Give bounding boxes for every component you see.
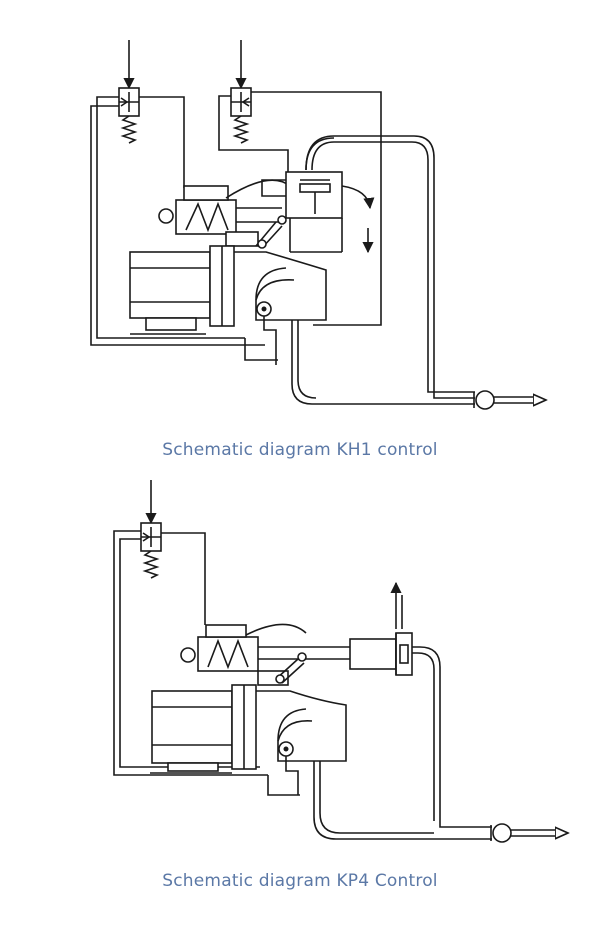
valve-body bbox=[261, 137, 375, 254]
motor bbox=[129, 245, 235, 335]
motor bbox=[150, 684, 257, 774]
spring-actuator bbox=[158, 179, 291, 249]
pump-housing bbox=[256, 690, 347, 796]
spring-actuator bbox=[180, 623, 350, 686]
schematic-kp4 bbox=[0, 465, 600, 870]
pump-housing bbox=[234, 251, 327, 365]
check-valve bbox=[473, 390, 546, 410]
pilot-valve-2 bbox=[230, 40, 252, 144]
schematic-kh1 bbox=[0, 0, 600, 430]
control-lines bbox=[90, 91, 382, 346]
main-pipe bbox=[313, 646, 492, 840]
caption-kp4: Schematic diagram KP4 Control bbox=[162, 871, 438, 891]
main-pipe bbox=[291, 135, 475, 405]
pilot-valve bbox=[140, 480, 162, 579]
cylinder bbox=[349, 581, 413, 676]
pilot-valve-1 bbox=[118, 40, 140, 144]
check-valve bbox=[490, 823, 568, 843]
caption-kh1: Schematic diagram KH1 control bbox=[162, 440, 438, 460]
